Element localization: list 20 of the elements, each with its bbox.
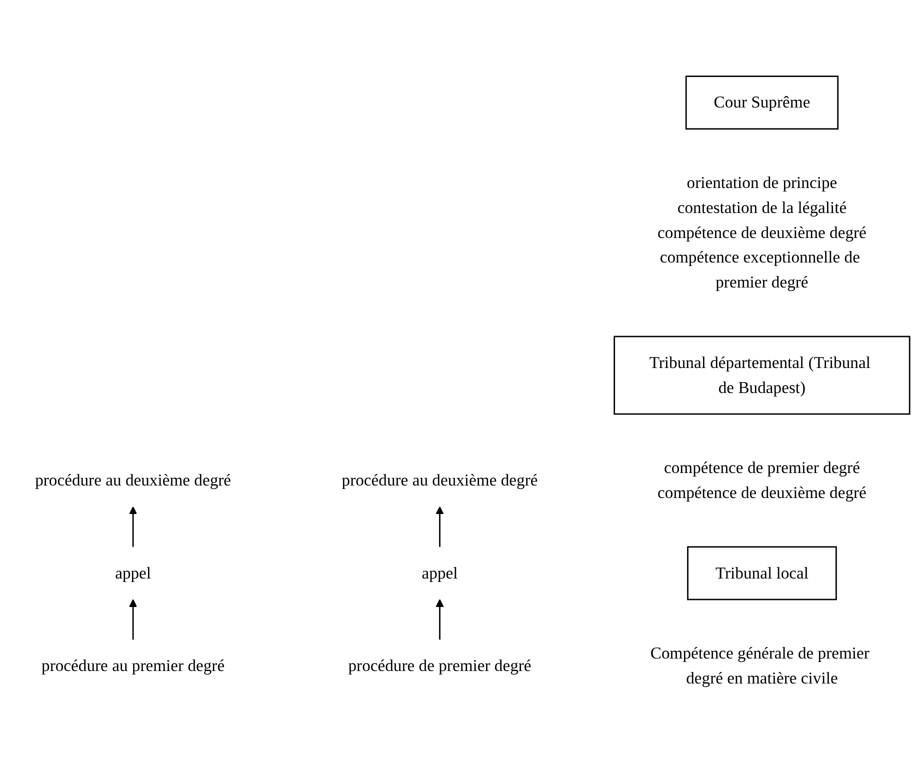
node-text: procédure de premier degré <box>348 656 532 675</box>
node-text: appel <box>115 564 152 582</box>
arrow <box>436 599 444 640</box>
node-box: Tribunal départemental (Tribunal de Budapest) <box>614 336 910 415</box>
node-label: compétence de deuxième degré <box>658 223 866 242</box>
node-label: contestation de la légalité <box>677 198 847 217</box>
node-box: Tribunal local <box>687 546 837 600</box>
node-label: Compétence générale de premier degré en matière civile <box>650 644 870 688</box>
node-label: compétence de deuxième degré <box>658 483 866 502</box>
node-label: compétence exceptionnelle de premier degré <box>660 248 860 292</box>
node-box: Cour Suprême <box>685 76 839 130</box>
arrow <box>129 506 138 547</box>
node-label: compétence de premier degré <box>664 458 860 477</box>
node-text: procédure au premier degré <box>42 656 225 675</box>
arrow <box>129 599 138 640</box>
node-label: orientation de principe <box>686 173 838 192</box>
arrow <box>436 506 444 547</box>
node-text: procédure au deuxième degré <box>342 470 538 490</box>
node-text: appel <box>422 564 458 582</box>
node-text: procédure au deuxième degré <box>35 470 232 490</box>
